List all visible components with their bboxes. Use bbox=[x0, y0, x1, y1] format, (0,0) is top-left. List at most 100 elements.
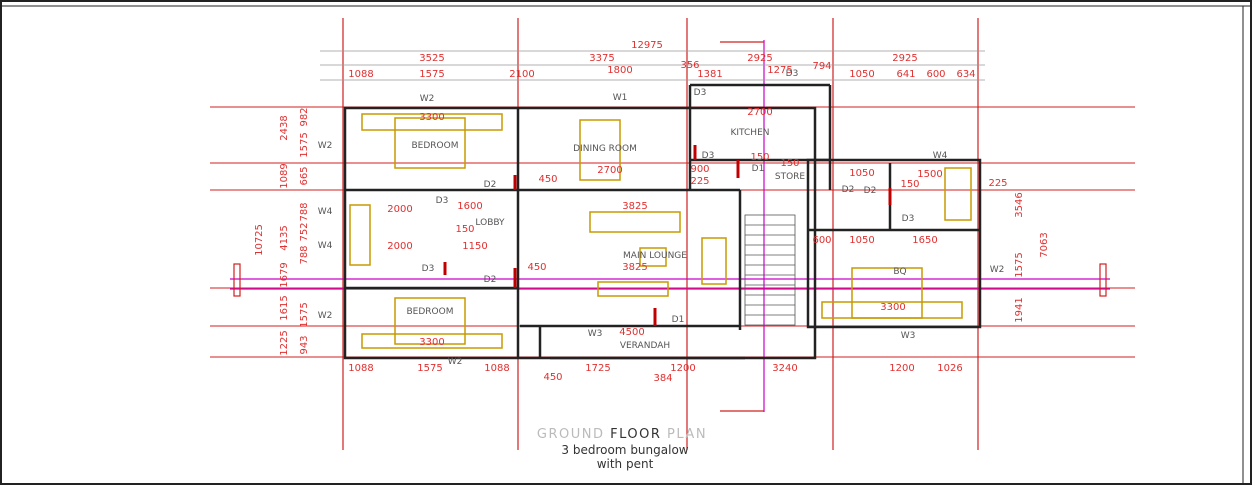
dim-label: 1026 bbox=[937, 363, 962, 374]
dim-label: 1615 bbox=[279, 295, 290, 320]
dim-label: 2700 bbox=[597, 165, 622, 176]
section-marker-left bbox=[233, 263, 241, 297]
door-marker: D3 bbox=[702, 151, 715, 161]
dim-label: 150 bbox=[900, 179, 919, 190]
dim-label: 1600 bbox=[457, 201, 482, 212]
dim-label: 1088 bbox=[348, 69, 373, 80]
dim-label: 3825 bbox=[622, 262, 647, 273]
window-marker: W1 bbox=[613, 93, 628, 103]
dim-label: 1725 bbox=[585, 363, 610, 374]
door-marker: D3 bbox=[786, 69, 799, 79]
bq-wall bbox=[806, 158, 982, 329]
dim-label: 384 bbox=[653, 373, 672, 384]
door-marker: D2 bbox=[484, 180, 497, 190]
door-marker: D1 bbox=[752, 164, 765, 174]
dim-label: 7063 bbox=[1039, 232, 1050, 257]
dim-label: 150 bbox=[750, 152, 769, 163]
dim-label: 1200 bbox=[889, 363, 914, 374]
dim-label: 1500 bbox=[917, 169, 942, 180]
window-marker: W4 bbox=[318, 207, 333, 217]
door-marker: D3 bbox=[902, 214, 915, 224]
top-dimension-lines bbox=[320, 50, 985, 81]
dim-label: 641 bbox=[896, 69, 915, 80]
vertical-grid-lines bbox=[342, 18, 979, 450]
room-label-lobby: LOBBY bbox=[475, 218, 505, 228]
window-marker: W4 bbox=[933, 151, 948, 161]
room-label-bedroom-top: BEDROOM bbox=[412, 141, 459, 151]
dim-label: 4135 bbox=[279, 225, 290, 250]
bed-headboard bbox=[361, 113, 503, 131]
window-marker: W2 bbox=[420, 94, 435, 104]
dim-label: 2000 bbox=[387, 241, 412, 252]
sofa-bottom bbox=[597, 281, 669, 297]
dim-label: 150 bbox=[455, 224, 474, 235]
dim-label: 3240 bbox=[772, 363, 797, 374]
drawing-subtitle: 3 bedroom bungalow bbox=[561, 443, 688, 457]
dim-label: 1575 bbox=[1014, 252, 1025, 277]
sofa bbox=[589, 211, 681, 233]
dim-label: 3375 bbox=[589, 53, 614, 64]
window-marker: W3 bbox=[901, 331, 916, 341]
dim-label: 225 bbox=[988, 178, 1007, 189]
room-label-store: STORE bbox=[775, 172, 806, 182]
dim-label: 600 bbox=[926, 69, 945, 80]
door-marker: D3 bbox=[436, 196, 449, 206]
dim-label: 794 bbox=[812, 61, 831, 72]
window-marker: W2 bbox=[990, 265, 1005, 275]
dim-label: 1275 bbox=[767, 65, 792, 76]
dim-label: 4500 bbox=[619, 327, 644, 338]
bed bbox=[394, 117, 466, 169]
dim-label: 150 bbox=[780, 158, 799, 169]
dim-label: 1089 bbox=[279, 163, 290, 188]
dim-label: 1575 bbox=[419, 69, 444, 80]
room-label-verandah: VERANDAH bbox=[620, 341, 670, 351]
room-label-main-lounge: MAIN LOUNGE bbox=[623, 251, 687, 261]
dim-label: 450 bbox=[543, 372, 562, 383]
dim-label: 1088 bbox=[484, 363, 509, 374]
drawing-title: GROUND FLOOR PLAN bbox=[537, 427, 707, 442]
dim-label: 1650 bbox=[912, 235, 937, 246]
dim-label: 2000 bbox=[387, 204, 412, 215]
bq-bed-board bbox=[821, 301, 963, 319]
furniture bbox=[349, 113, 972, 349]
title-emphasis: FLOOR bbox=[610, 427, 661, 442]
lobby-cabinet bbox=[349, 204, 371, 266]
dim-label: 1575 bbox=[417, 363, 442, 374]
dim-label: 982 bbox=[299, 107, 310, 126]
armchair bbox=[701, 237, 727, 285]
dim-label: 1150 bbox=[462, 241, 487, 252]
window-marker: W2 bbox=[318, 311, 333, 321]
overall-width-label: 12975 bbox=[631, 40, 663, 51]
staircase bbox=[744, 214, 796, 326]
dim-label: 2925 bbox=[747, 53, 772, 64]
dim-label: 1050 bbox=[849, 69, 874, 80]
dim-label: 10725 bbox=[254, 224, 265, 256]
dim-label: 3300 bbox=[419, 337, 444, 348]
dim-label: 634 bbox=[956, 69, 975, 80]
room-label-kitchen: KITCHEN bbox=[731, 128, 770, 138]
door-marker: D3 bbox=[422, 264, 435, 274]
window-marker: W4 bbox=[318, 241, 333, 251]
section-marker-right bbox=[1099, 263, 1107, 297]
dim-label: 665 bbox=[299, 166, 310, 185]
dim-label: 600 bbox=[812, 235, 831, 246]
title-prefix: GROUND bbox=[537, 427, 610, 442]
dim-label: 1800 bbox=[607, 65, 632, 76]
door-marker: D2 bbox=[864, 186, 877, 196]
bed-bottom bbox=[394, 297, 466, 345]
dim-label: 2925 bbox=[892, 53, 917, 64]
dim-label: 2700 bbox=[747, 107, 772, 118]
title-suffix: PLAN bbox=[661, 427, 707, 442]
coffee-table bbox=[639, 247, 667, 267]
dim-label: 752 bbox=[299, 222, 310, 241]
dim-label: 1575 bbox=[299, 302, 310, 327]
dim-label: 356 bbox=[680, 60, 699, 71]
dim-label: 2438 bbox=[279, 115, 290, 140]
doors bbox=[443, 145, 892, 326]
dim-label: 1381 bbox=[697, 69, 722, 80]
drawing-subtitle-2: with pent bbox=[597, 457, 654, 471]
dim-label: 1050 bbox=[849, 168, 874, 179]
